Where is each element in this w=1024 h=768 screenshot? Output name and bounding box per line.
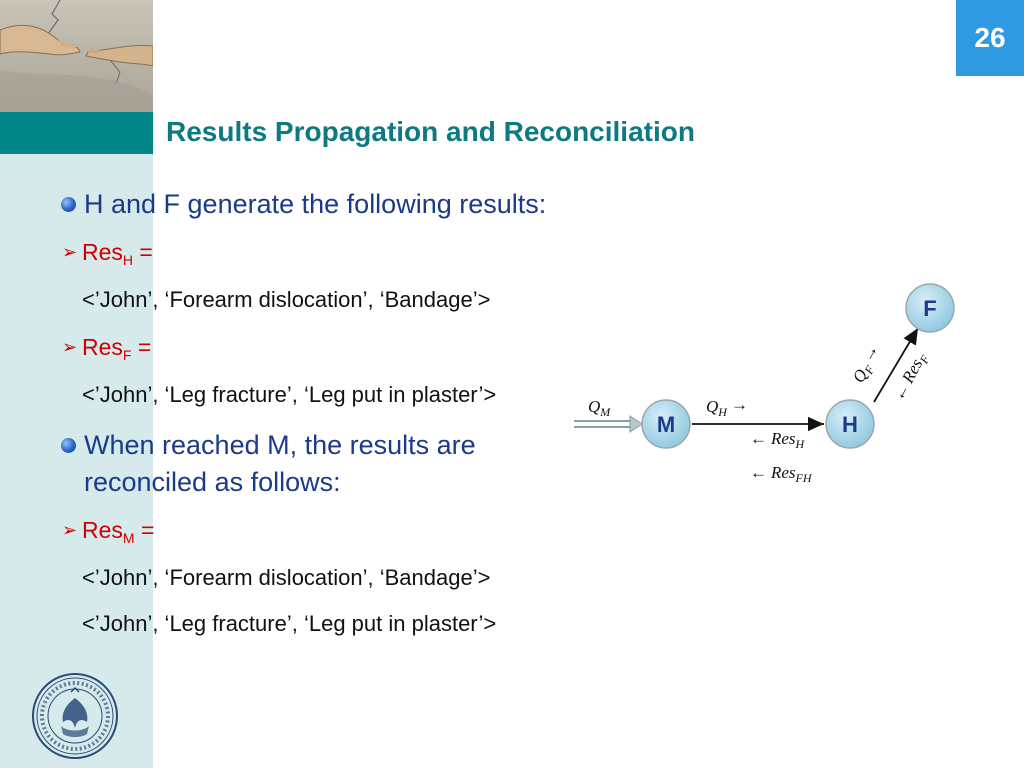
res-f-subscript: F bbox=[122, 347, 132, 363]
node-h-label: H bbox=[842, 412, 858, 437]
res-m-tuple-1: <’John’, ‘Forearm dislocation’, ‘Bandage… bbox=[82, 565, 491, 590]
bullet-results-text: H and F generate the following results: bbox=[84, 189, 547, 219]
res-m-prefix: Res bbox=[82, 517, 123, 543]
label-res-fh: ←ResFH bbox=[750, 463, 813, 485]
label-q-f: QF→ bbox=[847, 341, 887, 387]
title-accent-band bbox=[0, 112, 153, 154]
arrowhead-bullet-icon: ➢ bbox=[62, 520, 78, 540]
node-f: F bbox=[905, 283, 955, 333]
res-m-equals: = bbox=[134, 517, 155, 543]
node-h: H bbox=[825, 399, 875, 449]
node-f-label: F bbox=[923, 296, 936, 321]
res-f-line: ➢ ResF = bbox=[58, 332, 578, 365]
node-m-label: M bbox=[657, 412, 675, 437]
slide-title: Results Propagation and Reconciliation bbox=[166, 116, 695, 147]
res-f-prefix: Res bbox=[82, 334, 123, 360]
res-m-tuple-2: <’John’, ‘Leg fracture’, ‘Leg put in pla… bbox=[82, 611, 497, 636]
arrowhead-bullet-icon: ➢ bbox=[62, 242, 78, 262]
label-res-f: ←ResF bbox=[889, 349, 933, 406]
res-h-prefix: Res bbox=[82, 239, 123, 265]
res-h-tuple: <’John’, ‘Forearm dislocation’, ‘Bandage… bbox=[82, 287, 491, 312]
node-m: M bbox=[641, 399, 691, 449]
slide-content: H and F generate the following results: … bbox=[58, 186, 578, 638]
res-h-subscript: H bbox=[122, 252, 134, 268]
label-q-h: QH→ bbox=[706, 395, 748, 419]
label-res-h: ←ResH bbox=[750, 429, 806, 451]
res-f-tuple: <’John’, ‘Leg fracture’, ‘Leg put in pla… bbox=[82, 382, 497, 407]
res-h-equals: = bbox=[133, 239, 153, 265]
res-m-subscript: M bbox=[122, 530, 135, 546]
res-m-line: ➢ ResM = bbox=[58, 515, 578, 548]
university-seal-icon bbox=[32, 673, 118, 759]
sphere-bullet-icon bbox=[61, 438, 76, 453]
res-h-line: ➢ ResH = bbox=[58, 237, 578, 270]
page-number: 26 bbox=[956, 0, 1024, 76]
label-q-m: QM bbox=[588, 397, 611, 419]
arrowhead-bullet-icon: ➢ bbox=[62, 337, 78, 357]
bullet-results: H and F generate the following results: bbox=[58, 186, 578, 223]
edge-h-f bbox=[873, 327, 919, 403]
res-f-equals: = bbox=[131, 334, 152, 360]
bullet-reconciled: When reached M, the results are reconcil… bbox=[58, 427, 578, 501]
hands-painting-image bbox=[0, 0, 153, 112]
sphere-bullet-icon bbox=[61, 197, 76, 212]
input-arrow bbox=[574, 415, 643, 433]
bullet-reconciled-text: When reached M, the results are reconcil… bbox=[84, 430, 476, 497]
propagation-diagram: M H F QM QH→ ←ResH ←ResFH QF→ ←ResF bbox=[574, 283, 955, 485]
